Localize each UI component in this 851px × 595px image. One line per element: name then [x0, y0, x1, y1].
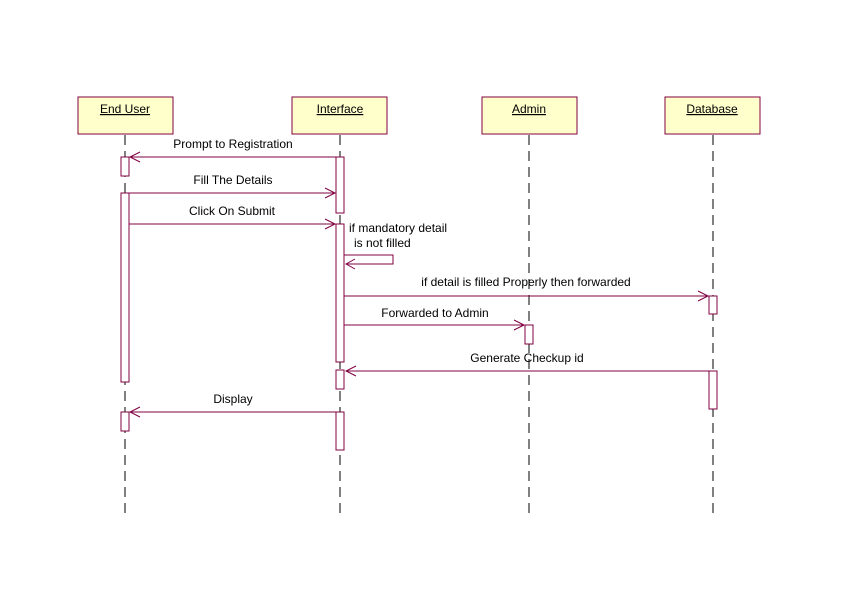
- database-activation-2: [708, 370, 718, 410]
- lifeline-database: Database: [664, 96, 761, 135]
- lifeline-interface: Interface: [291, 96, 388, 135]
- admin-header-box: [481, 96, 578, 135]
- message-forward-admin: [344, 319, 526, 331]
- interface-activation-4: [335, 411, 345, 451]
- lifeline-admin: Admin: [481, 96, 578, 135]
- self-message-line: [344, 254, 394, 265]
- message-fill-details: [129, 187, 337, 199]
- database-activation-1: [708, 295, 718, 315]
- message-label-click-submit: Click On Submit: [189, 204, 276, 218]
- interface-activation-2: [335, 223, 345, 363]
- arrowhead-icon: [324, 187, 337, 199]
- interface-activation-3: [335, 369, 345, 390]
- message-mandatory-check: [344, 254, 394, 270]
- message-label-generate-checkup: Generate Checkup id: [470, 351, 583, 365]
- activation-bars: [120, 156, 718, 451]
- interface-activation-1: [335, 156, 345, 214]
- lifeline-headers: End User Interface Admin Database: [77, 96, 761, 135]
- arrowhead-icon: [128, 406, 141, 418]
- end-user-header-label: End User: [100, 102, 150, 116]
- interface-header-box: [291, 96, 388, 135]
- message-click-submit: [129, 218, 337, 230]
- message-labels: Prompt to Registration Fill The Details …: [173, 137, 630, 406]
- arrowhead-icon: [344, 258, 356, 270]
- message-label-fill-details: Fill The Details: [193, 173, 272, 187]
- arrowhead-icon: [697, 290, 710, 302]
- arrowhead-icon: [344, 365, 357, 377]
- admin-header-label: Admin: [512, 102, 546, 116]
- arrowhead-icon: [128, 151, 141, 163]
- message-label-mandatory-line2: is not filled: [354, 236, 411, 250]
- message-label-mandatory-line1: if mandatory detail: [349, 221, 447, 235]
- arrowhead-icon: [513, 319, 526, 331]
- message-label-forward-admin: Forwarded to Admin: [381, 306, 488, 320]
- messages: [128, 151, 710, 418]
- message-label-forward-database: if detail is filled Properly then forwar…: [421, 275, 630, 289]
- message-label-prompt-registration: Prompt to Registration: [173, 137, 292, 151]
- end-user-activation-1: [120, 156, 130, 177]
- message-display: [128, 406, 336, 418]
- lifeline-end-user: End User: [77, 96, 174, 135]
- message-forward-database: [344, 290, 710, 302]
- message-prompt-registration: [128, 151, 336, 163]
- end-user-activation-2: [120, 192, 130, 383]
- end-user-activation-3: [120, 411, 130, 432]
- database-header-label: Database: [686, 102, 738, 116]
- database-header-box: [664, 96, 761, 135]
- message-label-display: Display: [213, 392, 252, 406]
- message-generate-checkup: [344, 365, 709, 377]
- end-user-header-box: [77, 96, 174, 135]
- admin-activation-1: [524, 324, 534, 345]
- arrowhead-icon: [324, 218, 337, 230]
- interface-header-label: Interface: [317, 102, 364, 116]
